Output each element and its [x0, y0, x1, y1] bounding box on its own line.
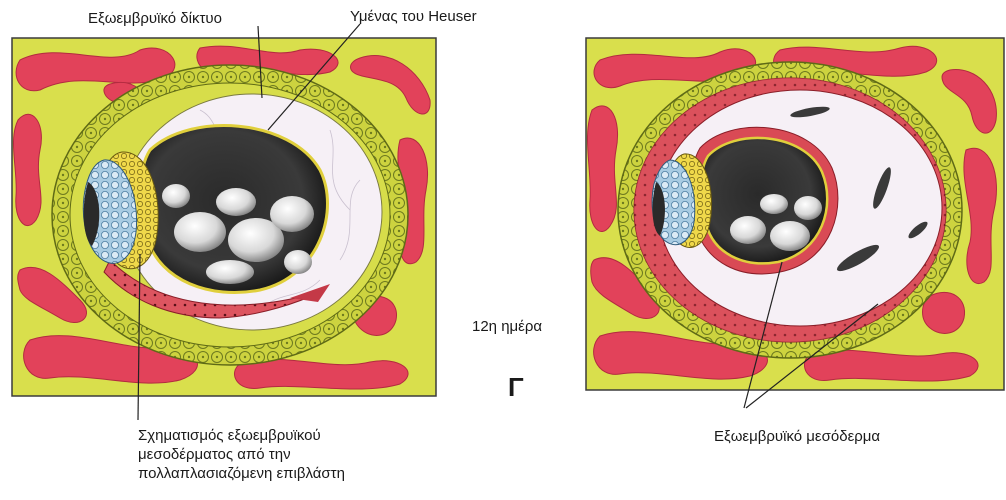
left-panel [12, 38, 436, 396]
label-extraembryonic-mesoderm: Εξωεμβρυϊκό μεσόδερμα [714, 428, 880, 446]
panel-letter: Γ [508, 378, 524, 396]
right-panel [586, 38, 1004, 390]
label-day: 12η ημέρα [472, 318, 542, 336]
label-heuser-membrane: Υμένας του Heuser [350, 8, 477, 26]
label-exocoelomic-net: Εξωεμβρυϊκό δίκτυο [88, 10, 222, 28]
label-mesoderm-formation: Σχηματισμός εξωεμβρυϊκού μεσοδέρματος απ… [138, 426, 345, 483]
